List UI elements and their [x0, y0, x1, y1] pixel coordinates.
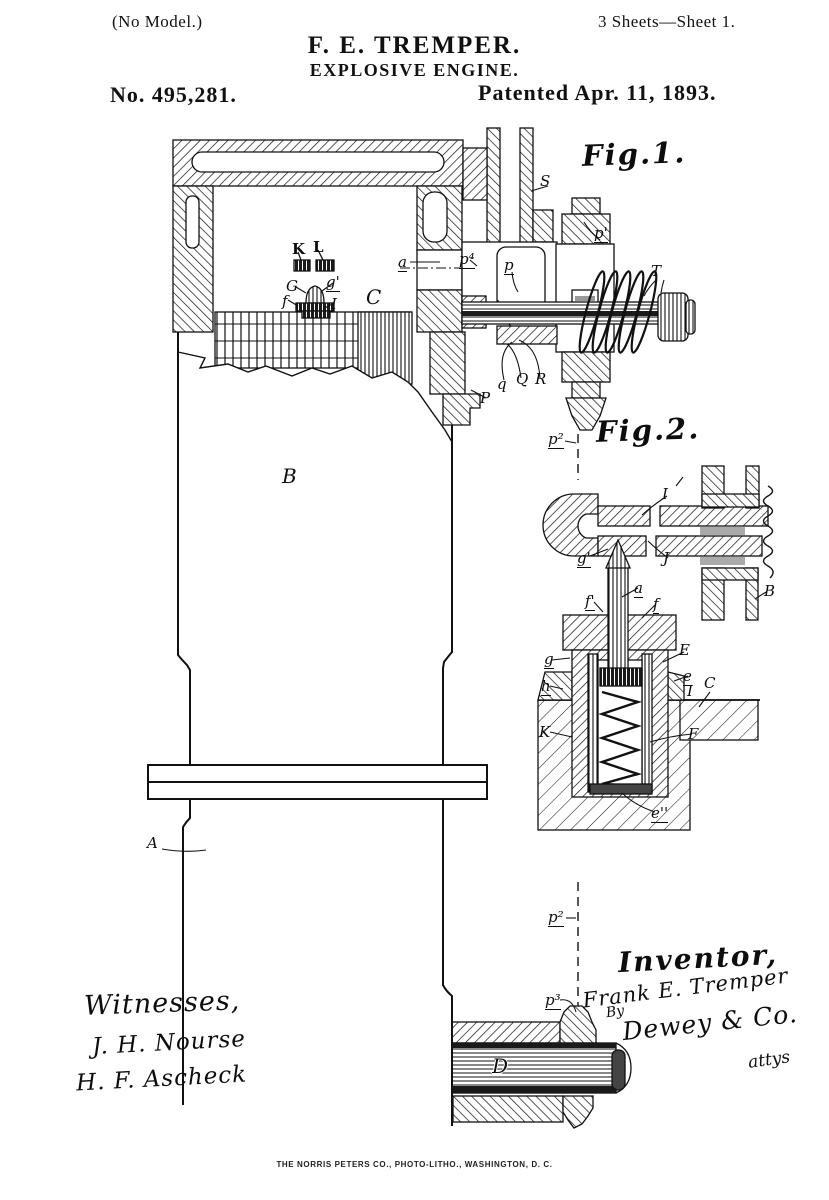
part-label-fig2-caption: Fig.2.: [595, 411, 701, 449]
part-label-f1: f: [282, 292, 288, 310]
part-label-i-fig2: I: [662, 485, 668, 503]
part-label-f-cap2: F: [688, 725, 699, 743]
part-label-fig1-caption: Fig.1.: [581, 135, 687, 173]
inventor-name-heading: F. E. TREMPER.: [307, 32, 522, 59]
part-label-p-prime: p': [594, 224, 608, 243]
part-label-q1: q: [497, 375, 507, 393]
sheet-count: 3 Sheets—Sheet 1.: [598, 12, 736, 31]
part-label-g1: G: [286, 277, 298, 295]
part-label-h2: h: [541, 677, 551, 696]
patent-date: Patented Apr. 11, 1893.: [478, 80, 717, 105]
part-label-r1: R: [535, 370, 547, 388]
part-label-c1: C: [366, 285, 382, 309]
lithographer-imprint: THE NORRIS PETERS CO., PHOTO-LITHO., WAS…: [276, 1160, 553, 1169]
part-label-t1: T: [651, 262, 662, 280]
part-label-e-dblprime: e'': [651, 804, 669, 823]
part-label-p2-upper: p²: [548, 430, 564, 449]
part-label-k1: K: [292, 240, 306, 258]
part-label-d-shaft: D: [492, 1054, 509, 1078]
part-label-i1: I: [331, 295, 337, 313]
part-label-a-cyl: A: [147, 834, 158, 852]
part-label-k2: K: [539, 723, 551, 741]
part-label-b-cyl: B: [282, 464, 297, 488]
part-label-e-cap2: E: [679, 641, 690, 659]
part-label-i2b: I: [687, 682, 693, 700]
part-label-a1: a: [398, 253, 407, 272]
witnesses-heading: Witnesses,: [83, 985, 241, 1022]
part-label-j-fig2: J: [663, 549, 670, 567]
part-label-a2: a: [634, 579, 643, 598]
part-label-f-prime2: f': [585, 592, 595, 611]
no-model-note: (No Model.): [112, 12, 203, 31]
part-label-l1: L: [313, 238, 324, 256]
part-label-g-prime2: g': [577, 549, 591, 568]
part-label-p-main: p: [504, 256, 514, 275]
part-label-e2: e: [683, 667, 692, 686]
part-label-c2: C: [704, 674, 716, 692]
part-label-p-cap: P: [480, 389, 491, 407]
part-label-p3: p³: [545, 991, 561, 1010]
part-label-g2: g: [544, 650, 554, 669]
part-label-s: S: [540, 172, 551, 190]
part-label-p2-lower: p²: [548, 908, 564, 927]
part-label-q2: Q: [516, 370, 529, 388]
part-label-p4: p⁴: [459, 250, 475, 269]
patent-number: No. 495,281.: [110, 82, 237, 107]
invention-title: EXPLOSIVE ENGINE.: [309, 60, 520, 80]
part-label-f2: f: [653, 595, 659, 614]
part-label-b-fig2: B: [764, 582, 776, 600]
part-label-g-prime1: g': [326, 273, 340, 292]
